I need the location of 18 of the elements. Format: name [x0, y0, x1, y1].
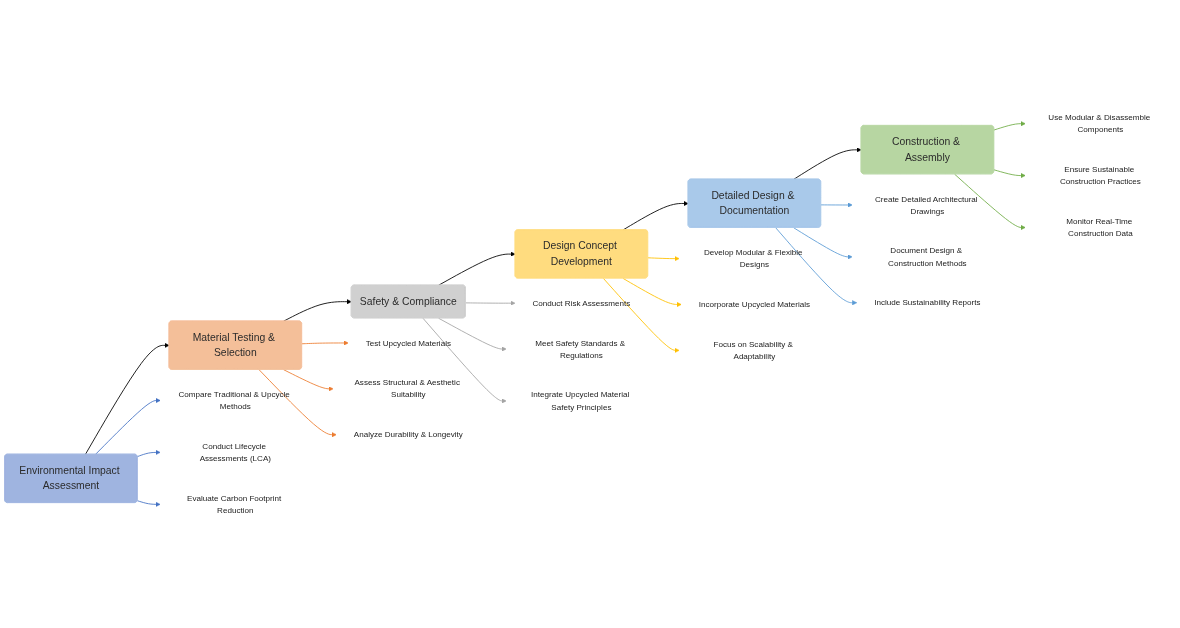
node-text: Create Detailed Architectural Drawings: [874, 194, 978, 216]
node-text: Meet Safety Standards & Regulations: [535, 338, 626, 360]
node-text: Focus on Scalability & Adaptability: [713, 339, 793, 361]
node-text: Assess Structural & Aesthetic Suitability: [354, 377, 460, 400]
node-text: Integrate Upcycled Material Safety Principles: [531, 389, 630, 412]
node-text: Conduct Risk Assessments: [532, 298, 631, 308]
node-text: Conduct Lifecycle Assessments (LCA): [199, 441, 271, 463]
node-text: Use Modular & Disassemble Components: [1048, 112, 1151, 135]
node-text: Incorporate Upcycled Materials: [698, 299, 811, 309]
node-text: Monitor Real-Time Construction Data: [1066, 216, 1133, 238]
node-text: Ensure Sustainable Construction Practices: [1060, 164, 1141, 186]
node-text: Analyze Durability & Longevity: [353, 429, 463, 440]
node-text: Include Sustainability Reports: [874, 297, 981, 308]
node-text: Document Design & Construction Methods: [888, 245, 967, 268]
node-text: Evaluate Carbon Footprint Reduction: [187, 493, 282, 515]
node-text: Test Upcycled Materials: [365, 338, 451, 348]
node-text: Develop Modular & Flexible Designs: [703, 247, 803, 270]
node-text: Compare Traditional & Upcycle Methods: [178, 389, 290, 411]
